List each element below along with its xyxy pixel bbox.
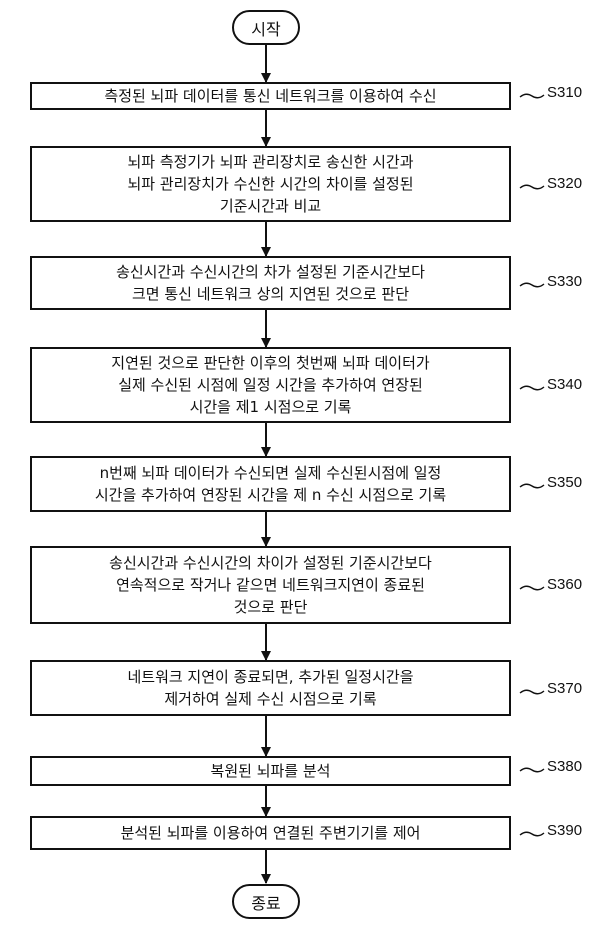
step-s360: 송신시간과 수신시간의 차이가 설정된 기준시간보다 연속적으로 작거나 같으면… <box>30 546 511 624</box>
step-s320-line-1: 뇌파 측정기가 뇌파 관리장치로 송신한 시간과 <box>127 151 413 173</box>
end-terminal: 종료 <box>232 884 300 919</box>
leader-s330 <box>519 281 545 289</box>
step-s310-line-1: 측정된 뇌파 데이터를 통신 네트워크를 이용하여 수신 <box>104 85 436 107</box>
step-id-s360: S360 <box>547 576 582 593</box>
leader-s390 <box>519 830 545 838</box>
step-id-s350: S350 <box>547 474 582 491</box>
step-s380-line-1: 복원된 뇌파를 분석 <box>211 760 331 782</box>
step-s320-line-2: 뇌파 관리장치가 수신한 시간의 차이를 설정된 <box>127 173 413 195</box>
leader-s360 <box>519 584 545 592</box>
step-id-s340: S340 <box>547 376 582 393</box>
leader-s310 <box>519 92 545 100</box>
step-s390-line-1: 분석된 뇌파를 이용하여 연결된 주변기기를 제어 <box>121 822 421 844</box>
step-id-s390: S390 <box>547 822 582 839</box>
step-id-s330: S330 <box>547 273 582 290</box>
step-s380: 복원된 뇌파를 분석 <box>30 756 511 786</box>
start-terminal: 시작 <box>232 10 300 45</box>
step-s350-line-1: n번째 뇌파 데이터가 수신되면 실제 수신된시점에 일정 <box>100 462 442 484</box>
step-s340-line-2: 실제 수신된 시점에 일정 시간을 추가하여 연장된 <box>118 374 423 396</box>
step-s310: 측정된 뇌파 데이터를 통신 네트워크를 이용하여 수신 <box>30 82 511 110</box>
leader-s350 <box>519 482 545 490</box>
step-id-s320: S320 <box>547 175 582 192</box>
step-s340: 지연된 것으로 판단한 이후의 첫번째 뇌파 데이터가 실제 수신된 시점에 일… <box>30 347 511 423</box>
step-s370-line-1: 네트워크 지연이 종료되면, 추가된 일정시간을 <box>127 666 413 688</box>
leader-s370 <box>519 688 545 696</box>
step-s350: n번째 뇌파 데이터가 수신되면 실제 수신된시점에 일정 시간을 추가하여 연… <box>30 456 511 512</box>
step-s330-line-2: 크면 통신 네트워크 상의 지연된 것으로 판단 <box>132 283 409 305</box>
step-id-s310: S310 <box>547 84 582 101</box>
leader-s320 <box>519 183 545 191</box>
end-label: 종료 <box>251 890 280 914</box>
leader-s340 <box>519 384 545 392</box>
step-s330-line-1: 송신시간과 수신시간의 차가 설정된 기준시간보다 <box>116 261 425 283</box>
step-s320-line-3: 기준시간과 비교 <box>220 195 321 217</box>
step-s350-line-2: 시간을 추가하여 연장된 시간을 제 n 수신 시점으로 기록 <box>95 484 446 506</box>
step-id-s370: S370 <box>547 680 582 697</box>
step-s370-line-2: 제거하여 실제 수신 시점으로 기록 <box>164 688 376 710</box>
step-s340-line-3: 시간을 제1 시점으로 기록 <box>190 396 352 418</box>
step-s360-line-1: 송신시간과 수신시간의 차이가 설정된 기준시간보다 <box>109 552 432 574</box>
step-s330: 송신시간과 수신시간의 차가 설정된 기준시간보다 크면 통신 네트워크 상의 … <box>30 256 511 310</box>
step-s320: 뇌파 측정기가 뇌파 관리장치로 송신한 시간과 뇌파 관리장치가 수신한 시간… <box>30 146 511 222</box>
step-s360-line-2: 연속적으로 작거나 같으면 네트워크지연이 종료된 <box>116 574 425 596</box>
leader-s380 <box>519 766 545 774</box>
step-id-s380: S380 <box>547 758 582 775</box>
step-s340-line-1: 지연된 것으로 판단한 이후의 첫번째 뇌파 데이터가 <box>111 352 429 374</box>
step-s370: 네트워크 지연이 종료되면, 추가된 일정시간을 제거하여 실제 수신 시점으로… <box>30 660 511 716</box>
start-label: 시작 <box>251 16 280 40</box>
step-s360-line-3: 것으로 판단 <box>234 596 308 618</box>
step-s390: 분석된 뇌파를 이용하여 연결된 주변기기를 제어 <box>30 816 511 850</box>
